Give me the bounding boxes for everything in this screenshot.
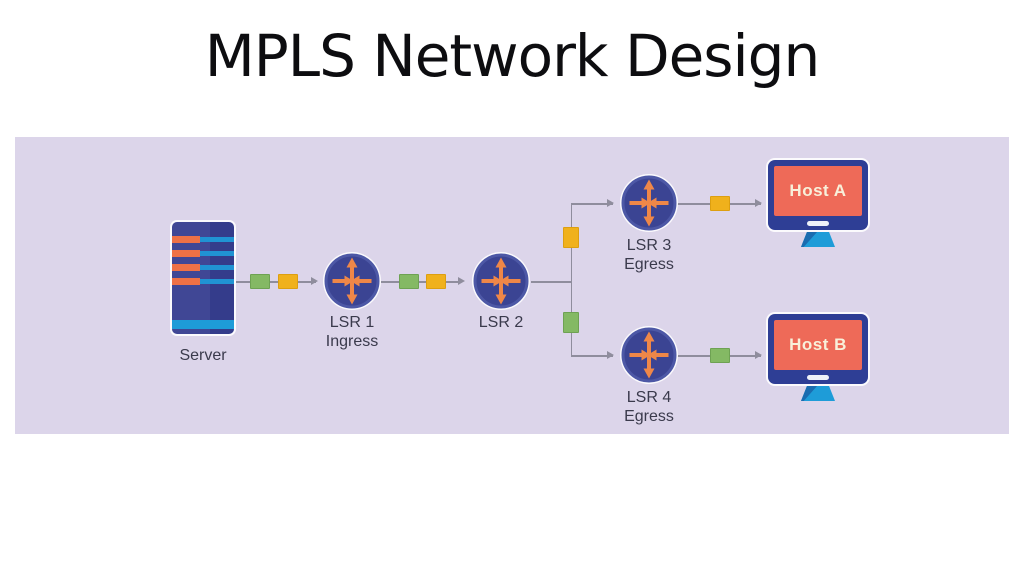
router-name: LSR 3	[626, 237, 672, 254]
host-a-label: Host A	[789, 181, 847, 200]
host-b-node: Host B	[768, 314, 868, 401]
server-slot-icon	[198, 251, 234, 256]
monitor-stand-shadow	[801, 383, 820, 401]
host-b-label: Host B	[789, 335, 847, 354]
mpls-label-green-3	[563, 312, 579, 333]
server-drive-icon	[172, 278, 200, 285]
router-icon	[620, 326, 678, 384]
router-icon	[323, 252, 381, 310]
monitor-stand	[801, 229, 835, 247]
arrowhead-icon	[755, 199, 762, 207]
server-slot-icon	[198, 265, 234, 270]
mpls-label-green-4	[710, 348, 730, 363]
line-server-lsr1	[234, 281, 316, 283]
mpls-label-yellow-1	[278, 274, 298, 289]
router-role: Egress	[624, 256, 674, 273]
router-node-lsr3	[620, 174, 678, 232]
router-label-lsr2: LSR 2	[441, 313, 561, 332]
router-node-lsr2	[472, 252, 530, 310]
router-icon	[620, 174, 678, 232]
arrowhead-icon	[607, 199, 614, 207]
server-base-bar	[172, 320, 234, 329]
arrowhead-icon	[311, 277, 318, 285]
router-node-lsr4	[620, 326, 678, 384]
host-a-node: Host A	[768, 160, 868, 247]
monitor-screen: Host B	[774, 320, 862, 370]
monitor-button	[807, 375, 829, 380]
router-role: Egress	[624, 408, 674, 425]
router-role: Ingress	[325, 333, 379, 350]
router-icon	[472, 252, 530, 310]
server-drive-icon	[172, 236, 200, 243]
router-label-lsr3: LSR 3 Egress	[589, 236, 709, 274]
monitor-stand-shadow	[801, 229, 820, 247]
router-node-lsr1	[323, 252, 381, 310]
server-slot-icon	[198, 279, 234, 284]
mpls-label-green-1	[250, 274, 270, 289]
arrowhead-icon	[755, 351, 762, 359]
server-drive-icon	[172, 250, 200, 257]
mpls-label-yellow-4	[710, 196, 730, 211]
router-name: LSR 1	[329, 314, 375, 331]
server-slot-icon	[198, 237, 234, 242]
monitor-stand	[801, 383, 835, 401]
server-drive-icon	[172, 264, 200, 271]
page-title: MPLS Network Design	[204, 22, 820, 90]
router-name: LSR 4	[626, 389, 672, 406]
mpls-label-yellow-3	[563, 227, 579, 248]
router-label-lsr1: LSR 1 Ingress	[292, 313, 412, 351]
line-branch-lsr4	[571, 355, 613, 357]
server-label: Server	[179, 347, 227, 364]
line-branch-lsr3	[571, 203, 613, 205]
server-node	[172, 222, 234, 334]
line-branch-vertical	[570, 203, 572, 356]
line-lsr1-lsr2	[381, 281, 461, 283]
monitor-frame: Host A	[768, 160, 868, 230]
arrowhead-icon	[458, 277, 465, 285]
line-lsr2-branch	[531, 281, 572, 283]
monitor-screen: Host A	[774, 166, 862, 216]
monitor-button	[807, 221, 829, 226]
router-label-lsr4: LSR 4 Egress	[589, 388, 709, 426]
monitor-frame: Host B	[768, 314, 868, 384]
mpls-label-yellow-2	[426, 274, 446, 289]
arrowhead-icon	[607, 351, 614, 359]
mpls-label-green-2	[399, 274, 419, 289]
router-name: LSR 2	[478, 314, 524, 331]
